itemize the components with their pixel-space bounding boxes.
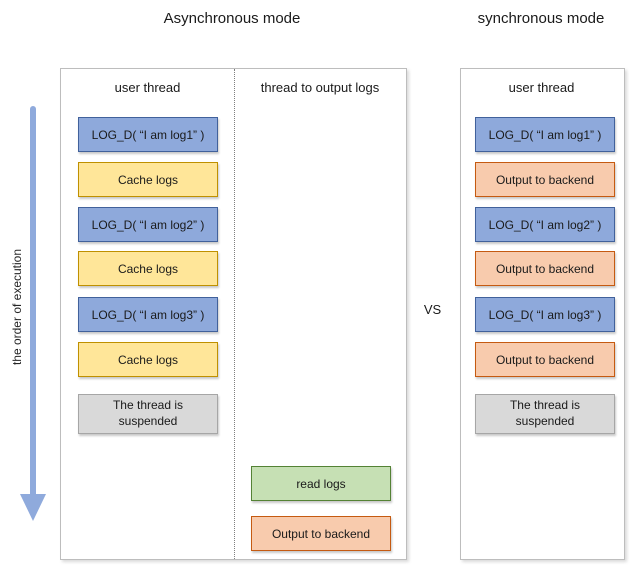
box-label: Output to backend bbox=[495, 352, 595, 367]
async-panel: user thread thread to output logs LOG_D(… bbox=[60, 68, 407, 560]
box-label: read logs bbox=[296, 476, 346, 491]
box-label: LOG_D( “I am log2” ) bbox=[488, 217, 602, 232]
output-thread-header: thread to output logs bbox=[260, 80, 380, 95]
log-call-box: LOG_D( “I am log3” ) bbox=[475, 297, 615, 332]
log-call-box: LOG_D( “I am log3” ) bbox=[78, 297, 218, 332]
box-label: LOG_D( “I am log1” ) bbox=[488, 127, 602, 142]
cache-logs-box: Cache logs bbox=[78, 162, 218, 197]
box-label: Cache logs bbox=[117, 172, 179, 187]
arrow-line bbox=[30, 106, 36, 498]
box-label: LOG_D( “I am log2” ) bbox=[91, 217, 205, 232]
output-backend-box: Output to backend bbox=[475, 162, 615, 197]
log-call-box: LOG_D( “I am log1” ) bbox=[78, 117, 218, 152]
cache-logs-box: Cache logs bbox=[78, 251, 218, 286]
thread-suspended-box: The thread is suspended bbox=[475, 394, 615, 434]
box-label: Output to backend bbox=[495, 261, 595, 276]
box-label: The thread is suspended bbox=[112, 398, 184, 428]
vs-label: VS bbox=[423, 302, 442, 317]
output-backend-box: Output to backend bbox=[475, 251, 615, 286]
box-label: Cache logs bbox=[117, 261, 179, 276]
box-label: Cache logs bbox=[117, 352, 179, 367]
log-call-box: LOG_D( “I am log2” ) bbox=[78, 207, 218, 242]
down-arrow-icon bbox=[20, 494, 46, 521]
sync-mode-title: synchronous mode bbox=[477, 10, 605, 27]
execution-order-label: the order of execution bbox=[10, 248, 24, 366]
user-thread-header: user thread bbox=[114, 80, 181, 95]
log-call-box: LOG_D( “I am log2” ) bbox=[475, 207, 615, 242]
box-label: The thread is suspended bbox=[509, 398, 581, 428]
box-label: LOG_D( “I am log3” ) bbox=[488, 307, 602, 322]
output-backend-box: Output to backend bbox=[475, 342, 615, 377]
log-call-box: LOG_D( “I am log1” ) bbox=[475, 117, 615, 152]
box-label: LOG_D( “I am log1” ) bbox=[91, 127, 205, 142]
cache-logs-box: Cache logs bbox=[78, 342, 218, 377]
sync-panel: user thread LOG_D( “I am log1” ) Output … bbox=[460, 68, 625, 560]
thread-divider-dotted-line bbox=[234, 69, 235, 559]
box-label: Output to backend bbox=[495, 172, 595, 187]
box-label: Output to backend bbox=[271, 526, 371, 541]
thread-suspended-box: The thread is suspended bbox=[78, 394, 218, 434]
user-thread-header: user thread bbox=[508, 80, 575, 95]
async-mode-title: Asynchronous mode bbox=[163, 10, 301, 27]
read-logs-box: read logs bbox=[251, 466, 391, 501]
box-label: LOG_D( “I am log3” ) bbox=[91, 307, 205, 322]
output-backend-box: Output to backend bbox=[251, 516, 391, 551]
